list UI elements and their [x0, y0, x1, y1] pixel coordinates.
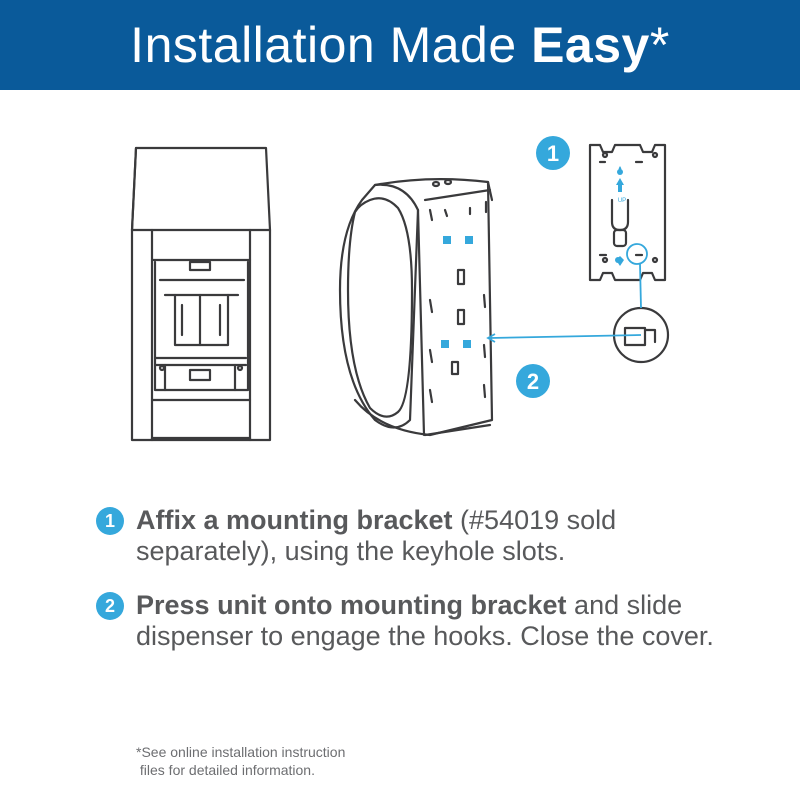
bracket-up-label: UP — [618, 198, 626, 204]
header-banner: Installation Made Easy* — [0, 0, 800, 90]
mounting-bracket — [588, 143, 667, 282]
installation-illustration: 1 2 UP — [130, 136, 670, 442]
step-number-badge: 1 — [96, 507, 124, 535]
step-2-detail: and slide dispenser to engage the hooks.… — [136, 590, 714, 651]
footnote: *See online installation instruction fil… — [136, 744, 346, 778]
svg-text:1: 1 — [547, 141, 559, 166]
step-1-detail: (#54019 sold separately), using the keyh… — [136, 505, 617, 566]
step-number-badge: 2 — [96, 592, 124, 620]
dispenser-front-view — [130, 146, 272, 442]
step-1-action: Affix a mounting bracket — [136, 505, 453, 535]
dispenser-side-view — [338, 178, 494, 437]
instruction-step-1: 1 Affix a mounting bracket (#54019 sold … — [96, 505, 736, 567]
instruction-step-2: 2 Press unit onto mounting bracket and s… — [96, 590, 736, 652]
callout-2: 2 — [516, 364, 550, 398]
step-2-action: Press unit onto mounting bracket — [136, 590, 567, 620]
title-emphasis: Easy — [531, 17, 650, 73]
page-title: Installation Made Easy* — [130, 17, 670, 73]
callout-1: 1 — [536, 136, 570, 170]
svg-text:2: 2 — [527, 369, 539, 394]
